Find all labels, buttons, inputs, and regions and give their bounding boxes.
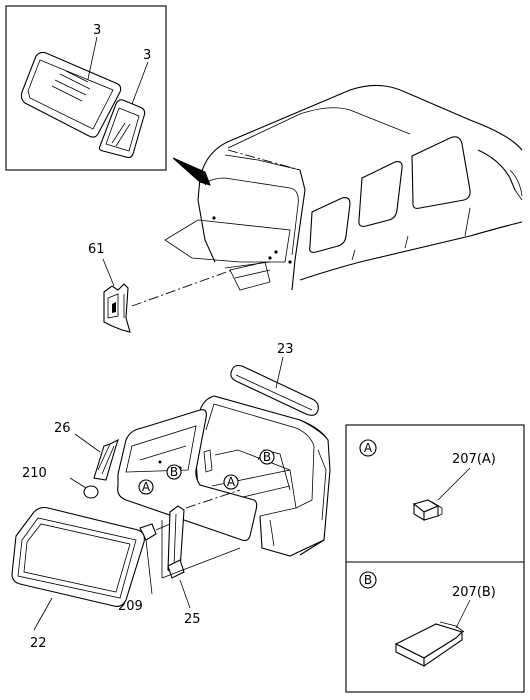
- detail-b-marker-text: B: [364, 573, 372, 587]
- detail-b-part-label: 207(B): [452, 585, 496, 600]
- callout-25: 25: [184, 612, 201, 627]
- part-210-cap: 210: [22, 466, 99, 499]
- leader-25: [179, 579, 191, 609]
- part-26-strip: 26: [54, 421, 119, 481]
- leader-61-dash: [131, 269, 233, 307]
- rear-glass-small: [98, 99, 146, 159]
- rear-door-view: 23 26 210: [11, 342, 331, 651]
- marker-b-body: B: [259, 449, 275, 465]
- pointer-arrow: [172, 157, 211, 186]
- part-23-spoiler: [230, 364, 319, 416]
- rear-glass-large: [20, 51, 122, 138]
- part-22-seal: 22: [11, 506, 145, 651]
- svg-text:A: A: [227, 475, 236, 489]
- van-upper-body: [164, 84, 523, 291]
- callout-22: 22: [30, 636, 47, 651]
- detail-panel-frame: [345, 424, 525, 693]
- callout-23: 23: [277, 342, 294, 357]
- detail-a-marker: [359, 439, 377, 457]
- callout-61: 61: [88, 242, 105, 257]
- leader-22: [33, 597, 53, 631]
- callout-26: 26: [54, 421, 71, 436]
- leader-61: [102, 258, 115, 287]
- clip-207a-icon: [412, 499, 443, 521]
- detail-panel: A 207(A) B 207(B): [345, 424, 525, 693]
- svg-text:B: B: [263, 450, 271, 464]
- leader-3b: [131, 61, 149, 105]
- tail-door: [117, 409, 258, 542]
- leader-26: [74, 433, 101, 453]
- marker-b-door: B: [166, 464, 182, 480]
- detail-a-part-label: 207(A): [452, 452, 496, 467]
- svg-text:A: A: [142, 480, 151, 494]
- marker-a-body: A: [223, 474, 239, 490]
- part-61-bracket: 61: [88, 242, 233, 333]
- callout-3a: 3: [93, 23, 101, 38]
- detail-a: A 207(A): [359, 439, 496, 521]
- callout-3b: 3: [143, 48, 151, 63]
- leader-23: [275, 356, 284, 389]
- part-25-strut: 25: [161, 489, 241, 627]
- detail-b-leader: [455, 599, 471, 629]
- glass-inset-frame: [5, 5, 167, 171]
- glass-inset: 3 3: [5, 5, 167, 171]
- detail-a-marker-text: A: [364, 441, 373, 455]
- detail-b-marker: [359, 571, 377, 589]
- callout-210: 210: [22, 466, 47, 481]
- leader-209: [145, 539, 153, 595]
- detail-a-leader: [437, 467, 471, 501]
- leader-3a: [87, 36, 98, 80]
- leader-210: [69, 477, 87, 489]
- detail-b: B 207(B): [359, 571, 496, 668]
- svg-text:B: B: [170, 465, 178, 479]
- marker-a-door: A: [138, 479, 154, 495]
- clip-207b-icon: [394, 621, 465, 668]
